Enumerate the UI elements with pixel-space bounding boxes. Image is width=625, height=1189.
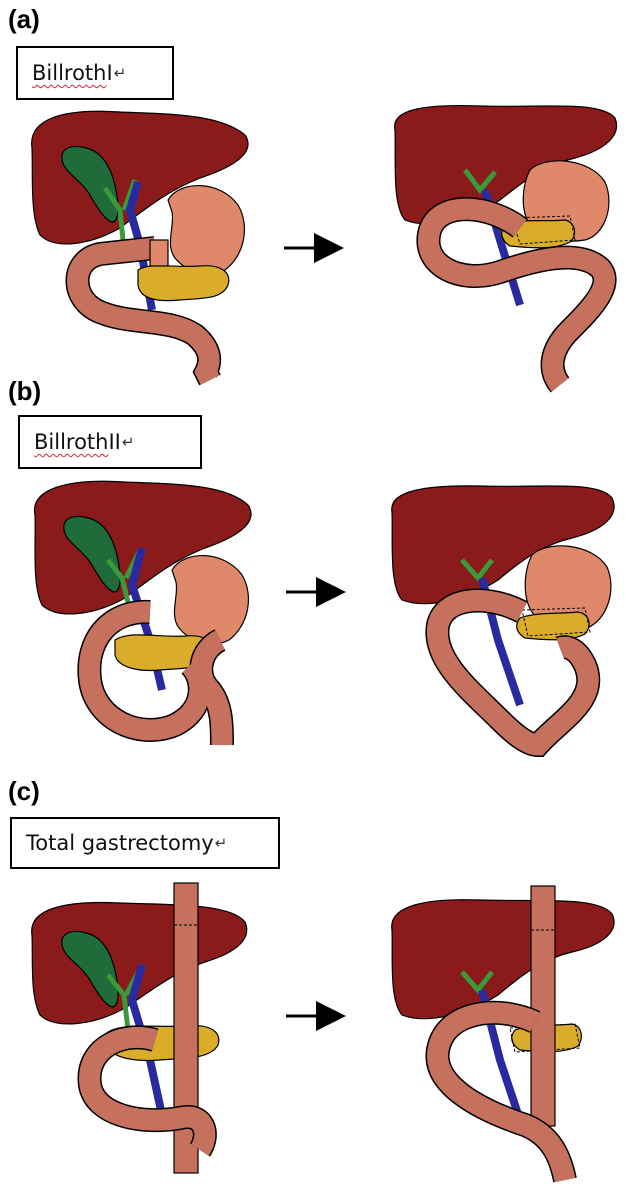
panel-a-after (395, 106, 617, 385)
liver (392, 900, 614, 1019)
stomach-stump (150, 240, 168, 266)
panel-c-before (32, 883, 247, 1173)
esophagus (531, 886, 555, 1126)
stomach (168, 186, 244, 275)
panel-b-after (392, 486, 614, 745)
panel-c-after (392, 886, 614, 1180)
panel-b-before (35, 481, 251, 745)
pancreas (138, 266, 229, 301)
stomach (172, 556, 248, 645)
panel-a-before (32, 111, 248, 380)
liver (32, 902, 247, 1023)
